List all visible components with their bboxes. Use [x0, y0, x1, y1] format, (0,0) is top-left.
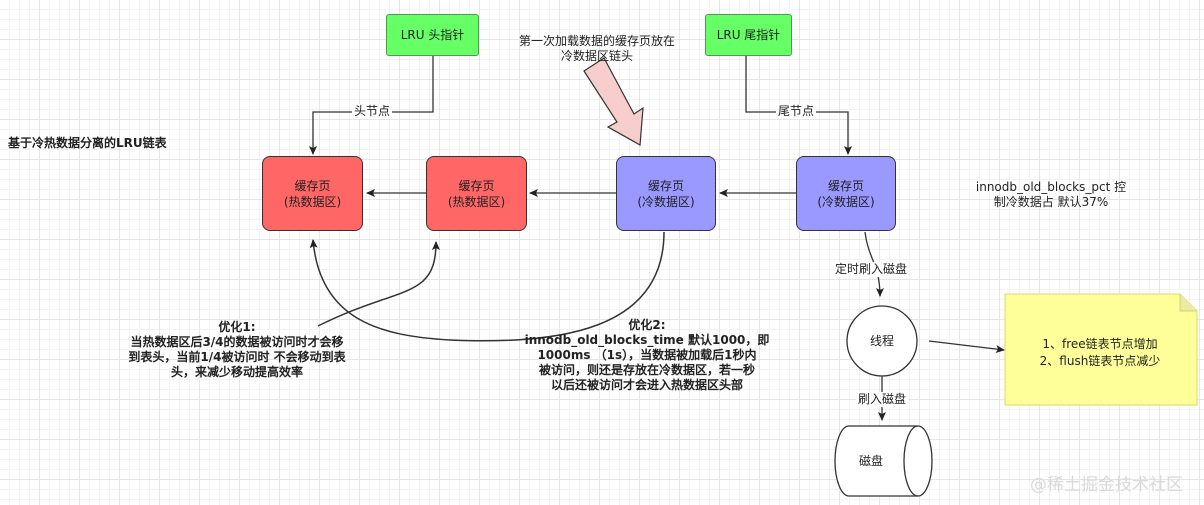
cold-page-1-line1: 缓存页	[647, 178, 684, 193]
first-load-note: 第一次加载数据的缓存页放在 冷数据区链头	[502, 34, 692, 64]
flush-to-disk-label: 刷入磁盘	[856, 392, 909, 407]
tail-node-label: 尾节点	[776, 104, 817, 119]
cold-page-2: 缓存页 (冷数据区)	[796, 156, 896, 231]
head-node-label: 头节点	[352, 104, 393, 119]
first-load-big-arrow	[583, 57, 644, 146]
hot-page-2: 缓存页 (热数据区)	[426, 156, 527, 231]
hot-page-1-line2: (热数据区)	[283, 194, 342, 209]
optimization-2-note: 优化2: innodb_old_blocks_time 默认1000，即 100…	[516, 318, 778, 393]
opt1-line1: 当热数据区后3/4的数据被访问时才会移	[130, 335, 344, 349]
opt1-line3: 头，来减少移动提高效率	[170, 365, 303, 379]
opt2-line1: innodb_old_blocks_time 默认1000，即	[524, 333, 770, 347]
free-list-note-shape	[1004, 293, 1198, 406]
disk-label: 磁盘	[858, 454, 883, 468]
cold-page-2-line2: (冷数据区)	[817, 194, 875, 209]
hot-page-2-line2: (热数据区)	[447, 194, 506, 209]
opt1-line2: 到表头，当前1/4被访问时 不会移动到表	[128, 350, 346, 364]
opt2-line4: 以后还被访问才会进入热数据区头部	[550, 378, 743, 392]
opt2-line2: 1000ms （1s），当数据被加载后1秒内	[537, 348, 757, 362]
lru-head-pointer-label: LRU 头指针	[400, 28, 465, 42]
note-fold-corner	[1179, 294, 1197, 312]
diagram-title: 基于冷热数据分离的LRU链表	[8, 136, 167, 150]
thread-label: 线程	[869, 334, 894, 348]
free-list-note: 1、free链表节点增加 2、flush链表节点减少	[1010, 336, 1190, 370]
old-blocks-pct-line2: 制冷数据占 默认37%	[993, 195, 1109, 209]
opt1-curve	[317, 241, 440, 327]
opt2-line3: 被访问，则还是存放在冷数据区，若一秒	[538, 363, 755, 377]
old-blocks-pct-line1: innodb_old_blocks_pct 控	[975, 180, 1127, 194]
thread-node	[846, 305, 918, 377]
optimization-1-note: 优化1: 当热数据区后3/4的数据被访问时才会移 到表头，当前1/4被访问时 不…	[106, 320, 368, 380]
cold-page-1: 缓存页 (冷数据区)	[616, 156, 716, 231]
opt1-title: 优化1:	[218, 320, 256, 334]
hot-page-1-line1: 缓存页	[294, 178, 331, 193]
first-load-note-line2: 冷数据区链头	[560, 49, 633, 63]
hot-page-1: 缓存页 (热数据区)	[262, 156, 363, 231]
cold-page-1-line2: (冷数据区)	[637, 194, 695, 209]
old-blocks-pct-note: innodb_old_blocks_pct 控 制冷数据占 默认37%	[946, 180, 1156, 210]
disk-node-edge	[903, 425, 919, 497]
thread-to-note-edge	[928, 340, 1005, 354]
lru-tail-pointer: LRU 尾指针	[705, 14, 792, 56]
hot-page-2-line1: 缓存页	[458, 178, 495, 193]
watermark: @稀土掘金技术社区	[1030, 475, 1183, 495]
opt2-curve	[309, 231, 665, 342]
lru-tail-pointer-label: LRU 尾指针	[716, 28, 781, 42]
lru-head-pointer: LRU 头指针	[386, 14, 479, 56]
free-list-note-line2: 2、flush链表节点减少	[1039, 354, 1161, 368]
first-load-note-line1: 第一次加载数据的缓存页放在	[518, 34, 675, 48]
opt2-title: 优化2:	[628, 318, 666, 332]
cold-page-2-line1: 缓存页	[827, 178, 864, 193]
free-list-note-line1: 1、free链表节点增加	[1042, 337, 1158, 351]
timed-flush-label: 定时刷入磁盘	[833, 262, 910, 277]
